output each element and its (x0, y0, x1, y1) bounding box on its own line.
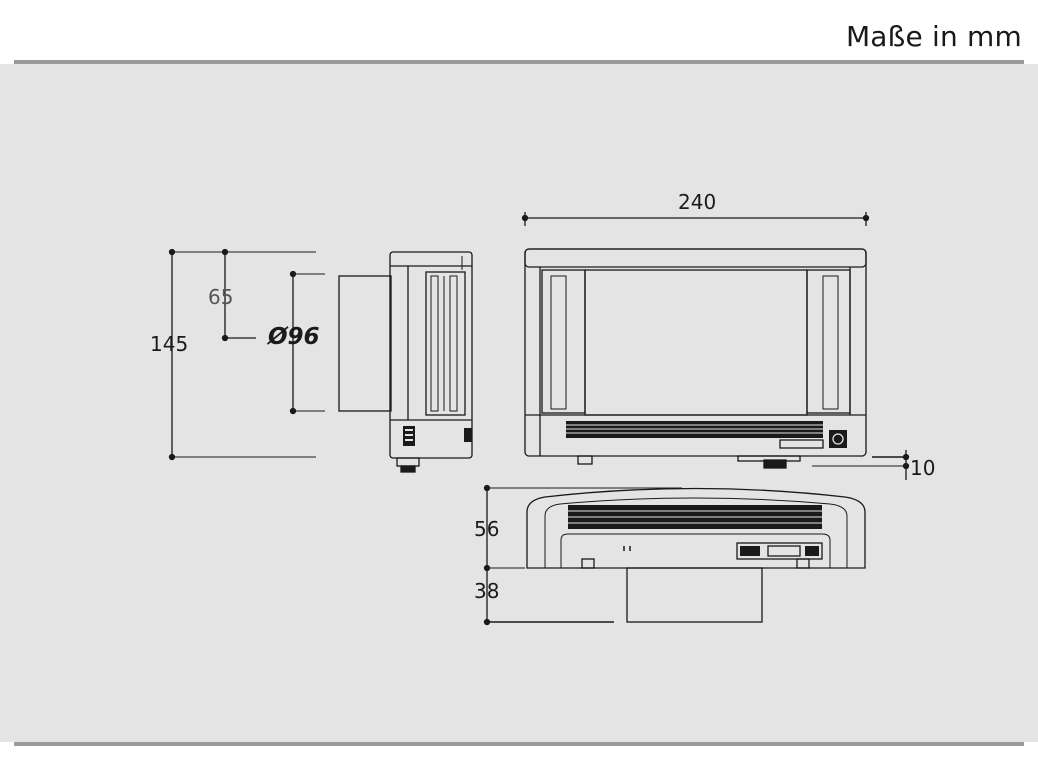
front-display (779, 439, 824, 449)
depth-body-label: 56 (474, 517, 499, 541)
height-label: 145 (150, 332, 188, 356)
side-body (389, 251, 473, 459)
top-body-outline (526, 487, 866, 569)
front-connector (763, 459, 787, 469)
top-control-knob (740, 546, 760, 556)
pipe-center-label: 65 (208, 285, 233, 309)
front-left-slot (550, 275, 567, 410)
width-label: 240 (678, 190, 716, 214)
offset-label: 10 (910, 456, 935, 480)
dim-dot (902, 453, 910, 461)
top-control-button (805, 546, 819, 556)
dim-dot (289, 407, 297, 415)
side-knob-grip (405, 439, 413, 441)
dim-dot (862, 214, 870, 222)
top-view (483, 484, 866, 626)
dim-dot (483, 618, 491, 626)
front-top-cap (524, 248, 867, 268)
top-control-switch (767, 545, 801, 557)
front-right-slot (822, 275, 839, 410)
side-grille-frame (425, 271, 466, 416)
dim-dot (289, 270, 297, 278)
dim-dot (483, 484, 491, 492)
dim-dot (221, 334, 229, 342)
front-right-panel (806, 269, 851, 414)
pipe-diameter-label: Ø96 (266, 324, 320, 350)
front-foot-left (577, 455, 593, 465)
top-exhaust-pipe (626, 567, 763, 623)
panel-background (0, 64, 1038, 742)
side-connector (464, 428, 472, 442)
drawing-panel: 145 65 Ø96 240 10 56 38 (0, 64, 1038, 742)
depth-pipe-label: 38 (474, 579, 499, 603)
side-foot-base (400, 465, 416, 473)
top-control-panel (736, 542, 823, 560)
dim-dot (521, 214, 529, 222)
front-power-button (829, 430, 847, 448)
bottom-rule (14, 742, 1024, 746)
side-grille-slot (430, 275, 439, 412)
top-body-inner (544, 497, 848, 568)
top-rule (14, 60, 1024, 64)
side-knob-grip (405, 434, 413, 436)
front-view (521, 212, 910, 480)
dim-dot (902, 462, 910, 470)
dim-dot (168, 453, 176, 461)
side-knob-grip (405, 429, 413, 431)
dim-dot (483, 564, 491, 572)
side-exhaust-pipe (338, 275, 392, 412)
dim-dot (221, 248, 229, 256)
side-view (168, 248, 473, 473)
top-control-area (560, 533, 831, 568)
top-foot-right (796, 558, 810, 569)
power-icon (832, 433, 844, 445)
dimension-labels: 145 65 Ø96 240 10 56 38 (150, 190, 935, 603)
top-foot-left (581, 558, 595, 569)
dim-dot (168, 248, 176, 256)
side-grille-slot (449, 275, 458, 412)
page-title: Maße in mm (845, 20, 1022, 53)
